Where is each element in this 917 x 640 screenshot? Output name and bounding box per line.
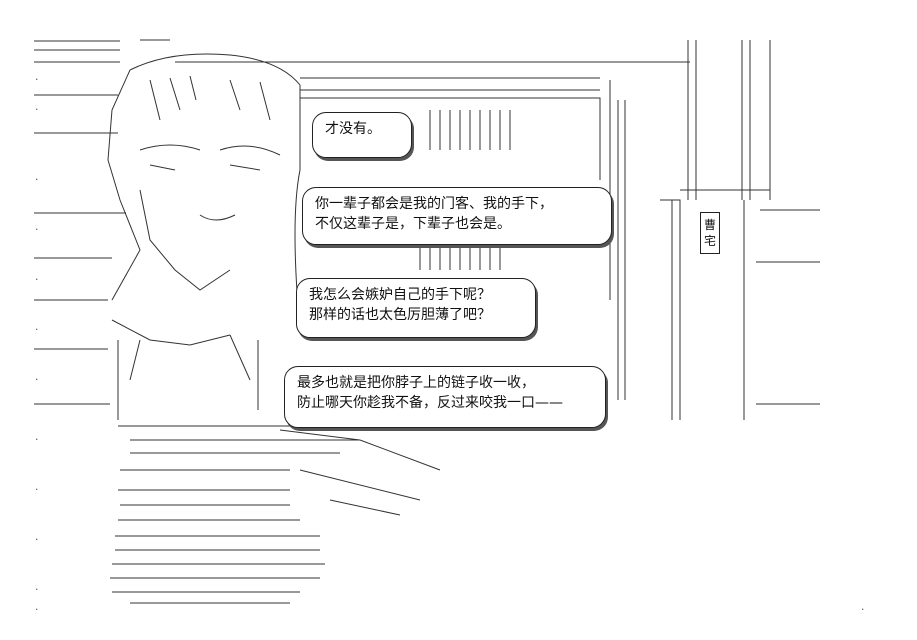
svg-text:.: . bbox=[34, 373, 39, 383]
speech-bubble-2: 你一辈子都会是我的门客、我的手下， 不仅这辈子是，下辈子也会是。 bbox=[302, 187, 612, 245]
bubble-2-line-1: 你一辈子都会是我的门客、我的手下， bbox=[315, 196, 553, 212]
sign-char-1: 曹 bbox=[703, 218, 716, 232]
residence-sign: 曹 宅 bbox=[700, 212, 720, 254]
svg-text:.: . bbox=[34, 583, 39, 593]
svg-text:.: . bbox=[34, 223, 39, 233]
svg-text:.: . bbox=[34, 433, 39, 443]
speech-bubble-4: 最多也就是把你脖子上的链子收一收， 防止哪天你趁我不备，反过来咬我一口—— bbox=[284, 366, 606, 428]
bubble-1-line-1: 才没有。 bbox=[325, 121, 381, 137]
svg-text:.: . bbox=[34, 173, 39, 183]
svg-text:.: . bbox=[34, 323, 39, 333]
speech-bubble-3: 我怎么会嫉妒自己的手下呢？ 那样的话也太色厉胆薄了吧？ bbox=[296, 278, 536, 338]
svg-text:.: . bbox=[34, 533, 39, 543]
sign-char-2: 宅 bbox=[703, 234, 716, 248]
bubble-3-line-2: 那样的话也太色厉胆薄了吧？ bbox=[309, 307, 491, 323]
svg-text:.: . bbox=[860, 603, 865, 613]
bubble-4-line-2: 防止哪天你趁我不备，反过来咬我一口—— bbox=[297, 395, 563, 411]
bubble-3-line-1: 我怎么会嫉妒自己的手下呢？ bbox=[309, 287, 491, 303]
svg-text:.: . bbox=[34, 73, 39, 83]
svg-text:.: . bbox=[34, 273, 39, 283]
bubble-2-line-2: 不仅这辈子是，下辈子也会是。 bbox=[315, 216, 511, 232]
svg-text:.: . bbox=[34, 103, 39, 113]
speech-bubble-1: 才没有。 bbox=[312, 112, 412, 158]
svg-text:.: . bbox=[34, 483, 39, 493]
bubble-4-line-1: 最多也就是把你脖子上的链子收一收， bbox=[297, 375, 535, 391]
svg-text:.: . bbox=[34, 603, 39, 613]
